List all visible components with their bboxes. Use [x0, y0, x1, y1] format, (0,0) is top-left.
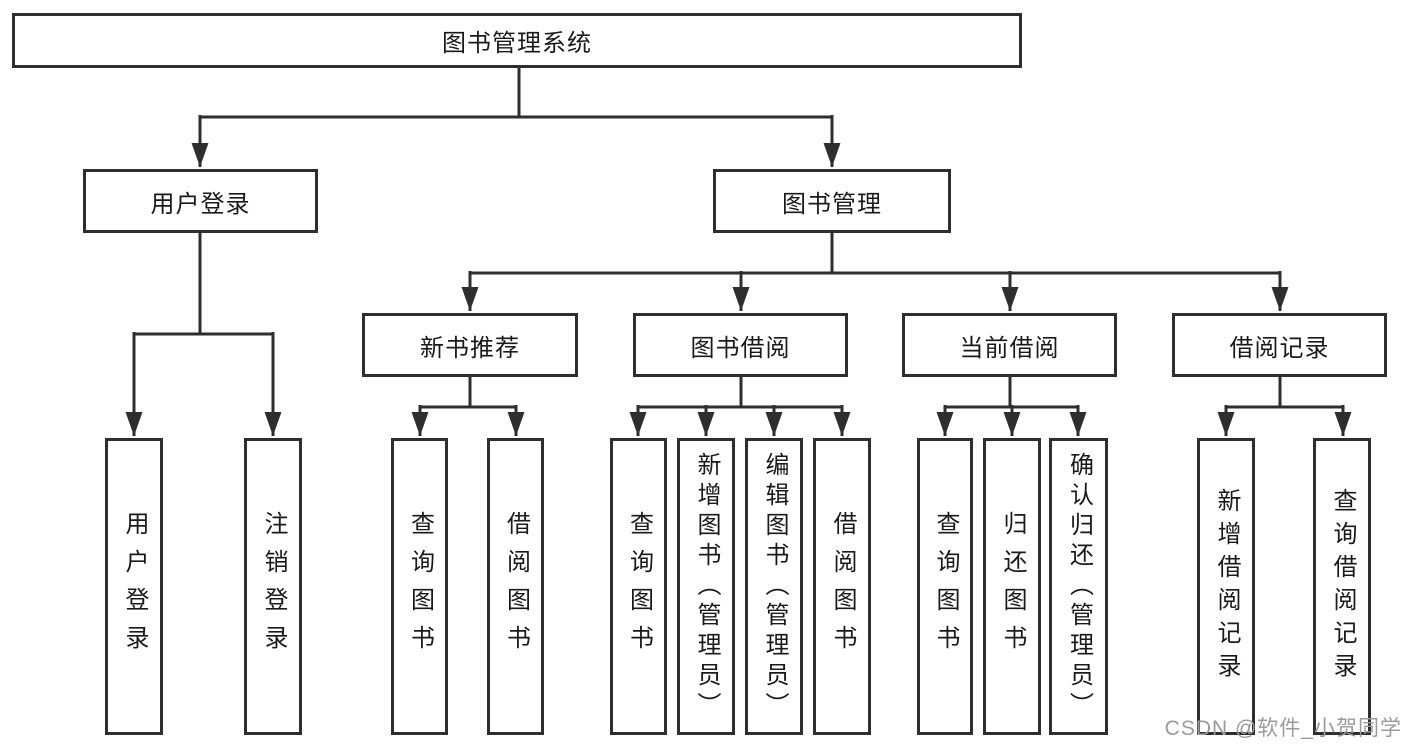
leaf-label: 用户登录 — [121, 510, 148, 663]
node-label: 图书管理 — [782, 190, 882, 218]
leaf-label: 新增借阅记录 — [1213, 487, 1240, 686]
node-book-management: 图书管理 — [713, 169, 951, 233]
leaf-borrowing-query-books: 查询图书 — [610, 438, 667, 735]
leaf-edit-books-admin: 编辑图书（管理员） — [745, 438, 803, 735]
node-borrowing-records: 借阅记录 — [1172, 313, 1387, 377]
leaf-add-borrow-record: 新增借阅记录 — [1197, 438, 1255, 735]
leaf-label: 查询借阅记录 — [1329, 487, 1356, 686]
leaf-label: 编辑图书（管理员） — [761, 451, 788, 722]
leaf-recommend-query-books: 查询图书 — [391, 438, 448, 735]
leaf-current-query-books: 查询图书 — [917, 438, 973, 735]
leaf-label: 确认归还（管理员） — [1065, 451, 1093, 722]
leaf-label: 查询图书 — [932, 510, 959, 663]
leaf-label: 查询图书 — [406, 510, 434, 663]
leaf-label: 注销登录 — [260, 510, 287, 663]
leaf-label: 归还图书 — [999, 510, 1026, 663]
node-label: 借阅记录 — [1229, 334, 1330, 362]
leaf-logout: 注销登录 — [244, 438, 302, 735]
leaf-label: 借阅图书 — [829, 510, 856, 663]
node-label: 新书推荐 — [420, 334, 520, 362]
node-user-login: 用户登录 — [83, 169, 318, 233]
leaf-label: 查询图书 — [625, 510, 653, 663]
leaf-label: 借阅图书 — [502, 510, 530, 663]
node-label: 当前借阅 — [959, 334, 1060, 362]
node-current-borrowing: 当前借阅 — [902, 313, 1117, 377]
leaf-user-login: 用户登录 — [105, 438, 163, 735]
leaf-label: 新增图书（管理员） — [693, 451, 720, 722]
leaf-query-borrow-record: 查询借阅记录 — [1313, 438, 1371, 735]
leaf-recommend-borrow-books: 借阅图书 — [487, 438, 544, 735]
leaf-return-books: 归还图书 — [983, 438, 1041, 735]
node-new-book-recommend: 新书推荐 — [362, 313, 578, 377]
leaf-add-books-admin: 新增图书（管理员） — [677, 438, 735, 735]
leaf-borrowing-borrow-books: 借阅图书 — [813, 438, 871, 735]
node-label: 用户登录 — [150, 190, 251, 218]
node-library-management-system: 图书管理系统 — [12, 13, 1022, 68]
node-label: 图书管理系统 — [442, 30, 592, 57]
node-book-borrowing: 图书借阅 — [633, 313, 848, 377]
leaf-confirm-return-admin: 确认归还（管理员） — [1049, 438, 1108, 735]
node-label: 图书借阅 — [690, 334, 791, 362]
csdn-watermark: CSDN @软件_小贺同学 — [1164, 717, 1402, 740]
